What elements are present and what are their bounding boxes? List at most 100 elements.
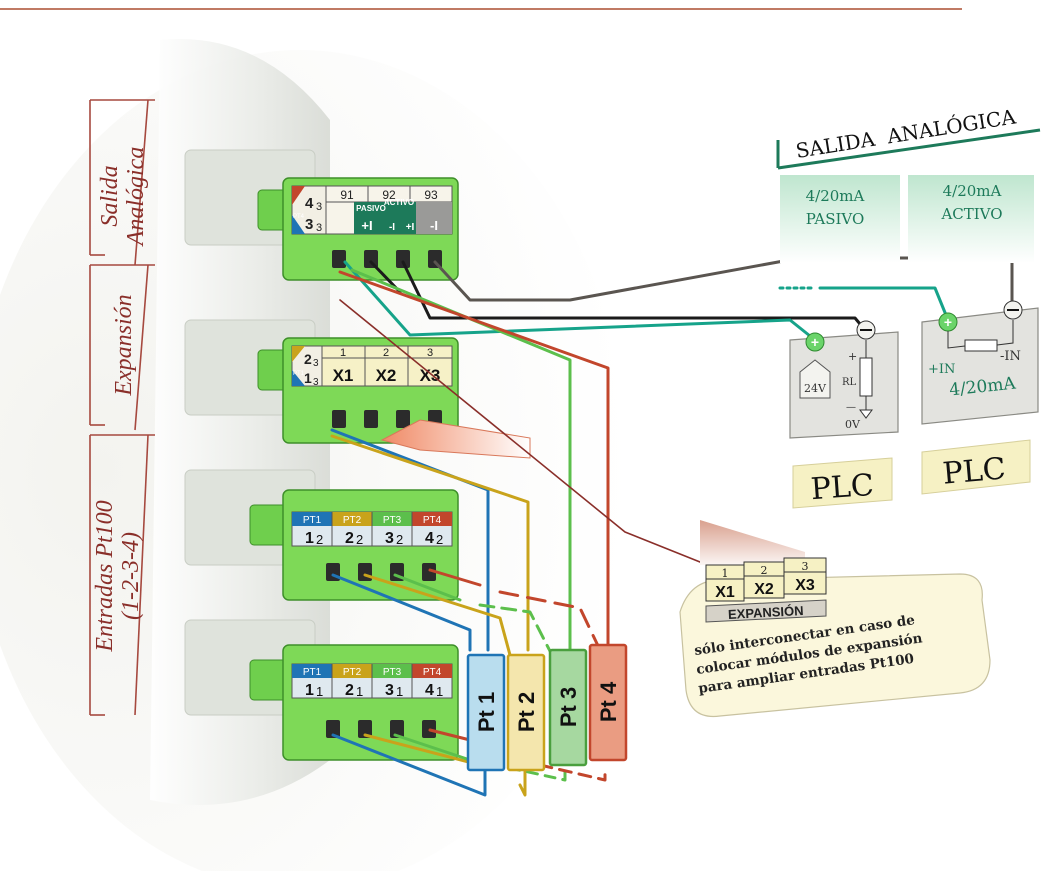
plc-activo-in-minus: -IN xyxy=(1000,349,1021,364)
section-brackets xyxy=(89,99,155,716)
pta-num-3: 3 xyxy=(385,530,394,547)
salida-pasivo-range: 4/20mA xyxy=(806,187,865,205)
pta-num-4: 4 xyxy=(425,530,434,547)
salida-col0-bottom: 3 xyxy=(305,216,313,233)
pta-tag-4: PT4 xyxy=(423,515,442,526)
plus-terminal-icon xyxy=(805,332,825,352)
salida-col0-bottom-sub: 3 xyxy=(316,222,322,234)
callout-caption: EXPANSIÓN xyxy=(728,603,804,622)
salida-mode-pasivo: PASIVO xyxy=(356,204,386,213)
salida-term-4: -I xyxy=(430,218,438,233)
exp-label-x3: X3 xyxy=(420,366,441,385)
wires xyxy=(330,256,1014,797)
pta-sub-2: 2 xyxy=(356,532,363,547)
exp-head-2: 2 xyxy=(383,347,389,359)
sensor-pt3: Pt 3 xyxy=(548,648,588,767)
salida-col0-top-sub: 3 xyxy=(316,201,322,213)
plc-pasivo-supply: 24V xyxy=(804,382,827,395)
plus-glyph: + xyxy=(811,334,819,350)
callout-head-1: 1 xyxy=(722,567,729,580)
pta-sub-1: 2 xyxy=(316,532,323,547)
sensor-pt4: Pt 4 xyxy=(588,643,628,762)
ptb-num-3: 3 xyxy=(385,682,394,699)
plc-activo: + +IN -IN 4/20mA PLC xyxy=(921,300,1039,495)
salida-term-1: +I xyxy=(361,218,372,233)
callout-label-x1: X1 xyxy=(715,584,735,601)
section-label-expansion-text: Expansión xyxy=(111,294,137,396)
ground-icon xyxy=(859,409,873,419)
ptb-tag-2: PT2 xyxy=(343,667,362,678)
salida-col0-tag: PT4 xyxy=(293,214,305,220)
exp-col0-top-sub: 3 xyxy=(313,358,319,369)
exp-col0-bottom-sub: 3 xyxy=(313,377,319,388)
ptb-num-1: 1 xyxy=(305,682,314,699)
exp-head-1: 1 xyxy=(340,347,346,359)
rl-resistor-icon xyxy=(859,357,873,397)
section-label-entradas: Entradas Pt100 (1-2-3-4) xyxy=(92,466,148,686)
section-label-salida-line2: Analógica xyxy=(123,146,149,246)
pta-tag-2: PT2 xyxy=(343,515,362,526)
ptb-sub-1: 1 xyxy=(316,684,323,699)
section-label-entradas-line1: Entradas Pt100 xyxy=(92,500,118,652)
salida-activo-mode: ACTIVO xyxy=(940,205,1002,223)
salida-head-93: 93 xyxy=(424,188,438,202)
pta-tag-1: PT1 xyxy=(303,515,322,526)
connector-pt100-b: PT1 PT2 PT3 PT4 1 1 2 1 3 1 4 1 xyxy=(249,644,459,761)
ptb-num-4: 4 xyxy=(425,682,434,699)
exp-col0-bottom: 1 xyxy=(304,370,312,386)
salida-head-91: 91 xyxy=(340,188,354,202)
plus-glyph: + xyxy=(944,314,952,330)
salida-col0-top: 4 xyxy=(305,195,314,212)
expansion-arrow xyxy=(380,419,531,459)
sensor-pt2-label: Pt 2 xyxy=(514,692,539,732)
callout-head-3: 3 xyxy=(802,560,809,573)
exp-head-3: 3 xyxy=(427,347,433,359)
supply-battery-icon xyxy=(799,359,831,399)
exp-label-x1: X1 xyxy=(333,366,354,385)
callout-label-x3: X3 xyxy=(795,577,815,594)
pta-num-2: 2 xyxy=(345,530,354,547)
section-label-salida: Salida Analógica xyxy=(97,111,153,281)
sensor-pt2: Pt 2 xyxy=(506,653,546,772)
salida-head-92: 92 xyxy=(382,188,396,202)
sensor-pt3-label: Pt 3 xyxy=(556,687,581,727)
salida-activo-range: 4/20mA xyxy=(943,182,1002,200)
exp-col0-tag: PT1 xyxy=(293,371,305,377)
callout-label-x2: X2 xyxy=(754,581,774,598)
callout-head-2: 2 xyxy=(761,564,768,577)
sensor-pt1: Pt 1 xyxy=(466,653,506,772)
plc-pasivo-ground: 0V xyxy=(845,418,861,431)
salida-term-3: +I xyxy=(406,222,415,233)
pta-sub-3: 2 xyxy=(396,532,403,547)
ptb-sub-3: 1 xyxy=(396,684,403,699)
ptb-sub-4: 1 xyxy=(436,684,443,699)
ptb-num-2: 2 xyxy=(345,682,354,699)
sensor-pt4-label: Pt 4 xyxy=(596,681,621,722)
ptb-tag-3: PT3 xyxy=(383,667,402,678)
connector-expansion: 2 3 1 3 PT1 1 2 3 X1 X2 X3 xyxy=(257,337,459,444)
exp-col0-top: 2 xyxy=(304,351,312,367)
ptb-tag-4: PT4 xyxy=(423,667,442,678)
ptb-sub-2: 1 xyxy=(356,684,363,699)
expansion-callout: 1 2 3 X1 X2 X3 EXPANSIÓN sólo interconec… xyxy=(679,520,991,718)
load-resistor-icon xyxy=(964,339,998,352)
plc-pasivo: + 24V + RL — 0V PLC xyxy=(789,320,899,509)
salida-term-2: -I xyxy=(389,222,395,233)
ptb-tag-1: PT1 xyxy=(303,667,322,678)
plc-pasivo-plus: + xyxy=(848,350,857,363)
salida-analogica-panel: SALIDA ANALÓGICA 4/20mA PASIVO 4/20mA AC… xyxy=(776,92,1045,263)
pta-sub-4: 2 xyxy=(436,532,443,547)
section-label-entradas-line2: (1-2-3-4) xyxy=(118,532,144,620)
plc-activo-name: PLC xyxy=(941,451,1007,491)
section-label-salida-line1: Salida xyxy=(97,165,123,227)
section-label-expansion: Expansión xyxy=(111,275,141,415)
pta-tag-3: PT3 xyxy=(383,515,402,526)
salida-mode-activo: ACTIVO xyxy=(384,198,414,207)
plc-pasivo-name: PLC xyxy=(810,468,875,507)
plc-activo-in-plus: +IN xyxy=(928,362,955,377)
salida-pasivo-mode: PASIVO xyxy=(806,210,865,228)
connector-pt100-a: PT1 PT2 PT3 PT4 1 2 2 2 3 2 4 2 xyxy=(249,489,459,601)
connector-salida-analogica: 4 3 3 3 PT4 91 92 93 PASIVO ACTIVO +I -I… xyxy=(257,177,459,281)
sensor-pt1-label: Pt 1 xyxy=(474,692,499,732)
